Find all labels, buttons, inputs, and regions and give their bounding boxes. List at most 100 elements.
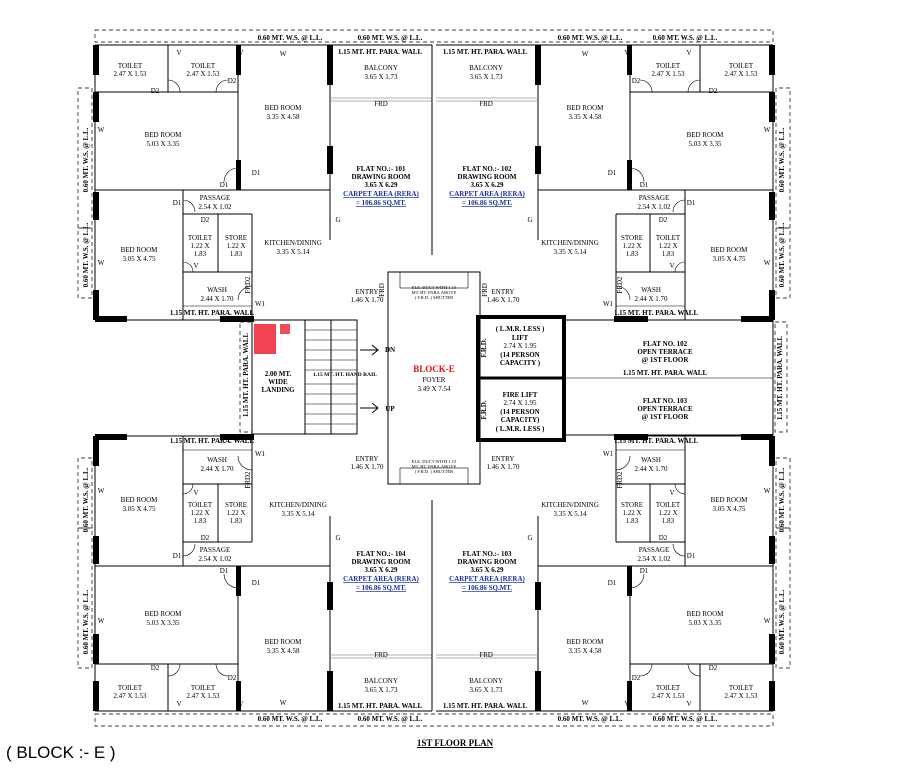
bedroom-label: BED ROOM [145,131,183,139]
hand-rail-label: 1.15 MT. HT. HAND RAIL [313,372,377,378]
svg-text:KITCHEN/DINING: KITCHEN/DINING [541,501,599,509]
svg-text:BALCONY: BALCONY [469,64,503,72]
block-label: ( BLOCK :- E ) [6,743,116,762]
svg-text:1.22 X: 1.22 X [658,509,677,517]
frd-label: FRD [374,100,388,108]
wash-label: WASH [207,286,227,294]
svg-text:( L.M.R. LESS ): ( L.M.R. LESS ) [496,425,545,433]
svg-text:1.46 X 1.70: 1.46 X 1.70 [486,463,520,471]
svg-text:W: W [582,699,589,707]
svg-text:FRD: FRD [481,283,489,297]
svg-text:D1: D1 [687,199,696,207]
svg-text:TOILET: TOILET [656,501,681,509]
kitchen-label: KITCHEN/DINING [264,239,322,247]
svg-text:KITCHEN/DINING: KITCHEN/DINING [269,501,327,509]
svg-text:W: W [280,50,287,58]
svg-text:D2: D2 [151,87,160,95]
svg-text:(14 PERSON: (14 PERSON [500,408,539,416]
svg-text:D2: D2 [659,534,668,542]
ws-right-2: 0.60 MT. W.S. @ L.L. [778,222,786,287]
svg-text:1.15 MT. HT. PARA. WALL: 1.15 MT. HT. PARA. WALL [623,369,708,377]
svg-text:1.83: 1.83 [662,517,675,525]
toilet-label: TOILET [188,234,213,242]
svg-text:1.83: 1.83 [194,517,207,525]
svg-text:TOILET: TOILET [656,62,681,70]
svg-text:5.03 X 3.35: 5.03 X 3.35 [688,140,722,148]
svg-text:CARPET AREA (RERA): CARPET AREA (RERA) [343,575,419,583]
svg-text:CARPET AREA (RERA): CARPET AREA (RERA) [449,190,525,198]
svg-text:V: V [624,49,629,57]
svg-text:2.00 MT.: 2.00 MT. [265,370,292,378]
svg-text:WASH: WASH [641,456,661,464]
svg-text:D1: D1 [252,169,261,177]
svg-text:FRD2: FRD2 [244,471,252,489]
svg-text:1.46 X 1.70: 1.46 X 1.70 [350,463,384,471]
svg-text:W1: W1 [255,450,266,458]
ws-right-4: 0.60 MT. W.S. @ L.L. [778,589,786,654]
svg-text:DRAWING ROOM: DRAWING ROOM [458,173,517,181]
svg-text:STORE: STORE [621,234,643,242]
svg-text:D2: D2 [151,664,160,672]
svg-text:1.22 X: 1.22 X [226,509,245,517]
entry-label: ENTRY [356,288,379,296]
bottom-shade-dashed-line [94,713,774,727]
duct-bottom [399,467,469,485]
svg-text:2.54 X 1.02: 2.54 X 1.02 [198,555,232,563]
flat-102-labels: TOILET 2.47 X 1.53 TOILET 2.47 X 1.53 BE… [449,49,771,317]
svg-text:W: W [582,50,589,58]
bedroom-size: 5.03 X 3.35 [146,140,180,148]
svg-text:DRAWING ROOM: DRAWING ROOM [458,558,517,566]
svg-text:V: V [176,700,181,708]
svg-text:1.46 X 1.70: 1.46 X 1.70 [486,296,520,304]
lift-label: LIFT [512,334,529,342]
svg-text:(14 PERSON: (14 PERSON [500,351,539,359]
svg-text:2.47 X 1.53: 2.47 X 1.53 [186,692,220,700]
block-name: BLOCK-E [413,364,455,374]
svg-text:TOILET: TOILET [188,501,213,509]
svg-text:3.65 X 6.29: 3.65 X 6.29 [470,566,504,574]
svg-text:ENTRY: ENTRY [492,288,515,296]
svg-text:D2: D2 [709,87,718,95]
svg-text:D1: D1 [608,169,617,177]
flat-number: FLAT NO.:- 102 [463,165,512,173]
svg-text:( F.R.D. ) SHUTTER: ( F.R.D. ) SHUTTER [415,295,453,300]
svg-text:1.15 MT. HT. PARA. WALL: 1.15 MT. HT. PARA. WALL [614,309,699,317]
svg-text:5.03 X 3.35: 5.03 X 3.35 [146,619,180,627]
svg-text:1.83: 1.83 [230,250,243,258]
balcony-label: BALCONY [364,64,398,72]
svg-text:= 106.86 SQ.MT.: = 106.86 SQ.MT. [356,584,407,592]
svg-text:D1: D1 [173,199,182,207]
svg-text:BED ROOM: BED ROOM [687,131,725,139]
bedroom-size: 3.35 X 4.58 [266,113,300,121]
svg-text:W1: W1 [603,300,614,308]
flat-104-labels: TOILET 2.47 X 1.53 TOILET 2.47 X 1.53 BE… [98,437,420,708]
svg-text:BED ROOM: BED ROOM [145,610,183,618]
flat-103-labels: TOILET 2.47 X 1.53 TOILET 2.47 X 1.53 BE… [449,437,771,708]
svg-text:2.47 X 1.53: 2.47 X 1.53 [113,692,147,700]
svg-text:W: W [764,617,771,625]
svg-text:2.74 X 1.95: 2.74 X 1.95 [503,342,537,350]
svg-text:G: G [335,534,340,542]
svg-text:3.05 X 4.75: 3.05 X 4.75 [712,505,746,513]
svg-text:F.R.D.: F.R.D. [480,400,488,419]
flat-101-labels: TOILET 2.47 X 1.53 TOILET 2.47 X 1.53 BE… [98,49,420,317]
svg-text:BED ROOM: BED ROOM [567,638,605,646]
toilet-label: TOILET [191,62,216,70]
fire-hose-icon [254,324,276,354]
svg-text:W1: W1 [255,300,266,308]
svg-text:TOILET: TOILET [729,62,754,70]
svg-text:W: W [764,259,771,267]
svg-text:BED ROOM: BED ROOM [121,496,159,504]
svg-text:D1: D1 [220,181,229,189]
svg-text:3.65 X 1.73: 3.65 X 1.73 [469,686,503,694]
svg-text:2.47 X 1.53: 2.47 X 1.53 [651,70,685,78]
toilet-size: 2.47 X 1.53 [186,70,220,78]
svg-text:CAPACITY): CAPACITY) [501,416,540,424]
svg-text:OPEN TERRACE: OPEN TERRACE [637,405,693,413]
svg-text:@ 1ST FLOOR: @ 1ST FLOOR [642,356,690,364]
svg-text:ENTRY: ENTRY [492,455,515,463]
svg-text:W: W [98,617,105,625]
store-label: STORE [225,234,247,242]
svg-text:CARPET AREA (RERA): CARPET AREA (RERA) [449,575,525,583]
